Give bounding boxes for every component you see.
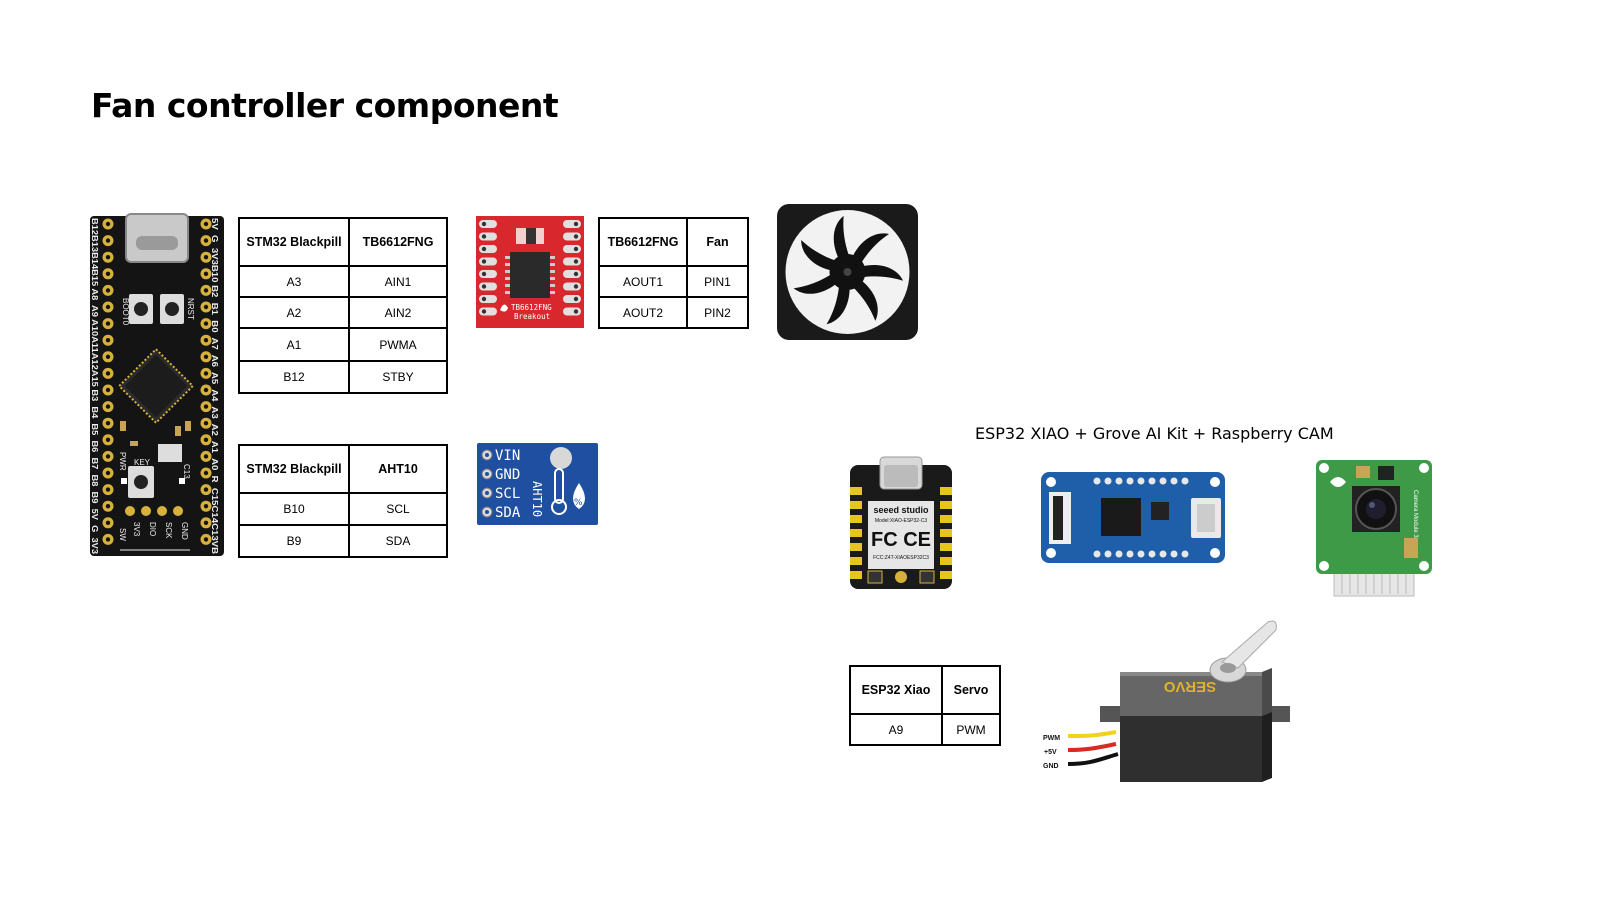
aht10-label: AHT10 xyxy=(530,481,544,517)
table-cell: PIN1 xyxy=(686,265,749,298)
xiao-model: Model:XIAO-ESP32-C3 xyxy=(875,518,927,524)
xiao-fcc: FCC:Z4T-XIAOESP32C3 xyxy=(873,555,929,561)
table-header: TB6612FNG xyxy=(598,217,688,267)
table-cell: AOUT1 xyxy=(598,265,688,298)
key-label: KEY xyxy=(134,458,151,467)
page-title: Fan controller component xyxy=(91,86,559,125)
swd-gnd-label: GND xyxy=(180,522,189,540)
table-cell: A9 xyxy=(849,713,943,746)
xiao-esp32-image: seeed studio Model:XIAO-ESP32-C3 FC CE F… xyxy=(850,456,952,589)
breakout-label: Breakout xyxy=(514,312,550,321)
aht10-sensor-image: VIN GND SCL SDA AHT10 % xyxy=(477,443,598,525)
tb6612-label: TB6612FNG xyxy=(511,303,552,312)
swd-3v3-label: 3V3 xyxy=(132,522,141,537)
sw-label: SW xyxy=(118,528,127,541)
fan-image xyxy=(777,204,918,340)
table-cell: B12 xyxy=(238,360,350,394)
servo-label: SERVO xyxy=(1164,678,1217,695)
table-cell: AOUT2 xyxy=(598,296,688,329)
table-cell: SCL xyxy=(348,492,448,526)
table-cell: PWM xyxy=(941,713,1001,746)
servo-wire-pwm: PWM xyxy=(1043,735,1060,742)
humidity-percent-icon: % xyxy=(574,498,583,508)
table-cell: B10 xyxy=(238,492,350,526)
swd-dio-label: DIO xyxy=(148,522,157,536)
grove-ai-module-image xyxy=(1041,472,1225,563)
table-cell: PWMA xyxy=(348,327,448,362)
table-header: Fan xyxy=(686,217,749,267)
swd-sck-label: SCK xyxy=(164,522,173,539)
servo-image: PWM +5V GND SERVO xyxy=(1043,620,1290,782)
table-header: ESP32 Xiao xyxy=(849,665,943,715)
aht-pin-gnd: GND xyxy=(495,467,520,483)
table-header: TB6612FNG xyxy=(348,217,448,267)
aht-pin-scl: SCL xyxy=(495,486,520,502)
table-cell: PIN2 xyxy=(686,296,749,329)
kit-caption: ESP32 XIAO + Grove AI Kit + Raspberry CA… xyxy=(975,424,1334,443)
table-cell: AIN2 xyxy=(348,296,448,329)
raspberry-camera-image: Camera Module 3 xyxy=(1316,460,1432,597)
nrst-label: NRST xyxy=(186,298,195,320)
table-cell: A1 xyxy=(238,327,350,362)
xiao-brand: seeed studio xyxy=(873,505,929,515)
table-header: Servo xyxy=(941,665,1001,715)
right-pin-labels: 5V G 3V3B10 B2 B1 B0 A7 A6 A5 A4 A3 A2 A… xyxy=(210,218,220,554)
camera-module-label: Camera Module 3 xyxy=(1412,490,1418,538)
table-cell: A3 xyxy=(238,265,350,298)
tb6612fng-breakout-image: TB6612FNG Breakout xyxy=(476,216,584,328)
table-header: STM32 Blackpill xyxy=(238,217,350,267)
servo-wire-gnd: GND xyxy=(1043,763,1059,770)
table-header: AHT10 xyxy=(348,444,448,494)
stm32-blackpill-image: BOOT0 NRST KEY PWR C13 3V3 DIO SCK GND S… xyxy=(90,213,224,556)
left-pin-labels: B12B13B14B15 A8 A9 A10A11A12A15 B3 B4 B5… xyxy=(90,218,100,554)
c13-label: C13 xyxy=(182,464,191,479)
pwr-label: PWR xyxy=(118,452,127,471)
table-cell: A2 xyxy=(238,296,350,329)
table-header: STM32 Blackpill xyxy=(238,444,350,494)
table-cell: B9 xyxy=(238,524,350,558)
aht-pin-vin: VIN xyxy=(495,448,520,464)
table-cell: SDA xyxy=(348,524,448,558)
servo-wire-5v: +5V xyxy=(1044,749,1057,756)
xiao-marks: FC CE xyxy=(871,529,931,551)
aht-pin-sda: SDA xyxy=(495,505,521,521)
table-cell: AIN1 xyxy=(348,265,448,298)
table-cell: STBY xyxy=(348,360,448,394)
boot0-label: BOOT0 xyxy=(121,298,130,326)
